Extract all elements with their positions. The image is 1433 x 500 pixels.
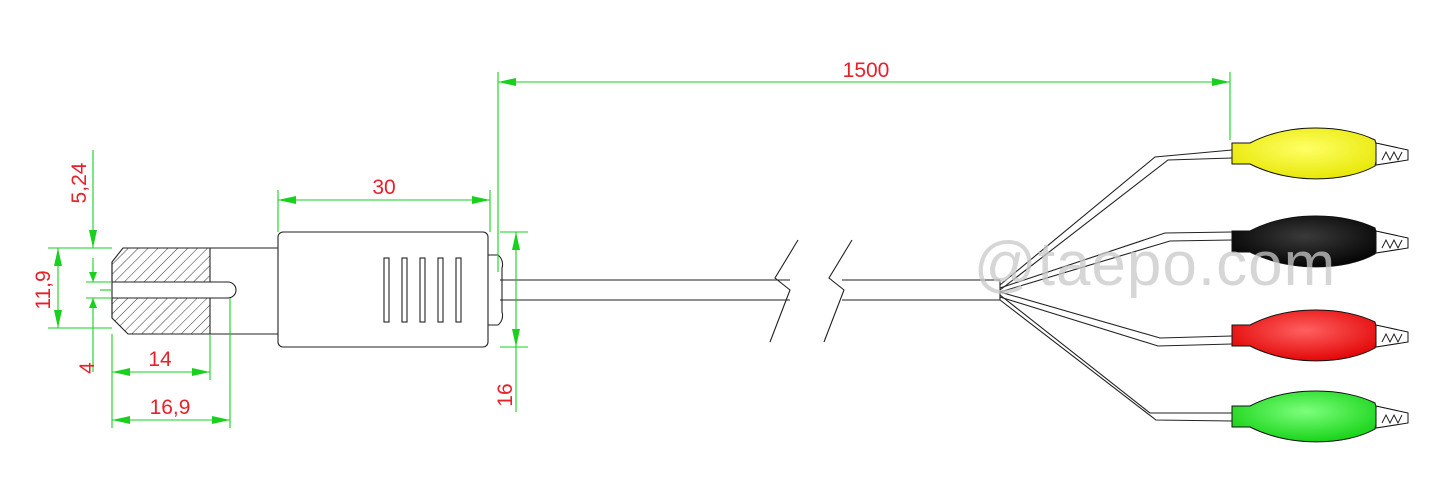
clip-red (1231, 309, 1409, 362)
boot (277, 231, 504, 348)
wires (999, 149, 1233, 422)
cable (500, 239, 1001, 343)
clip-black (1231, 215, 1409, 268)
dimension-lines (48, 72, 1231, 428)
dim-524-label: 5,24 (68, 162, 91, 203)
dim-16-label: 16 (494, 383, 517, 406)
watermark: @taepo.com (974, 230, 1336, 299)
dim-4-label: 4 (76, 362, 99, 374)
dim-14-label: 14 (148, 348, 172, 371)
clip-green (1231, 390, 1409, 443)
dim-119-label: 11,9 (32, 270, 55, 309)
dim-30-label: 30 (372, 176, 395, 199)
connector-plug (111, 247, 278, 335)
dim-169-label: 16,9 (150, 396, 191, 419)
clip-yellow (1231, 127, 1409, 180)
dim-1500-label: 1500 (843, 59, 890, 82)
grip-ribs (383, 257, 462, 323)
